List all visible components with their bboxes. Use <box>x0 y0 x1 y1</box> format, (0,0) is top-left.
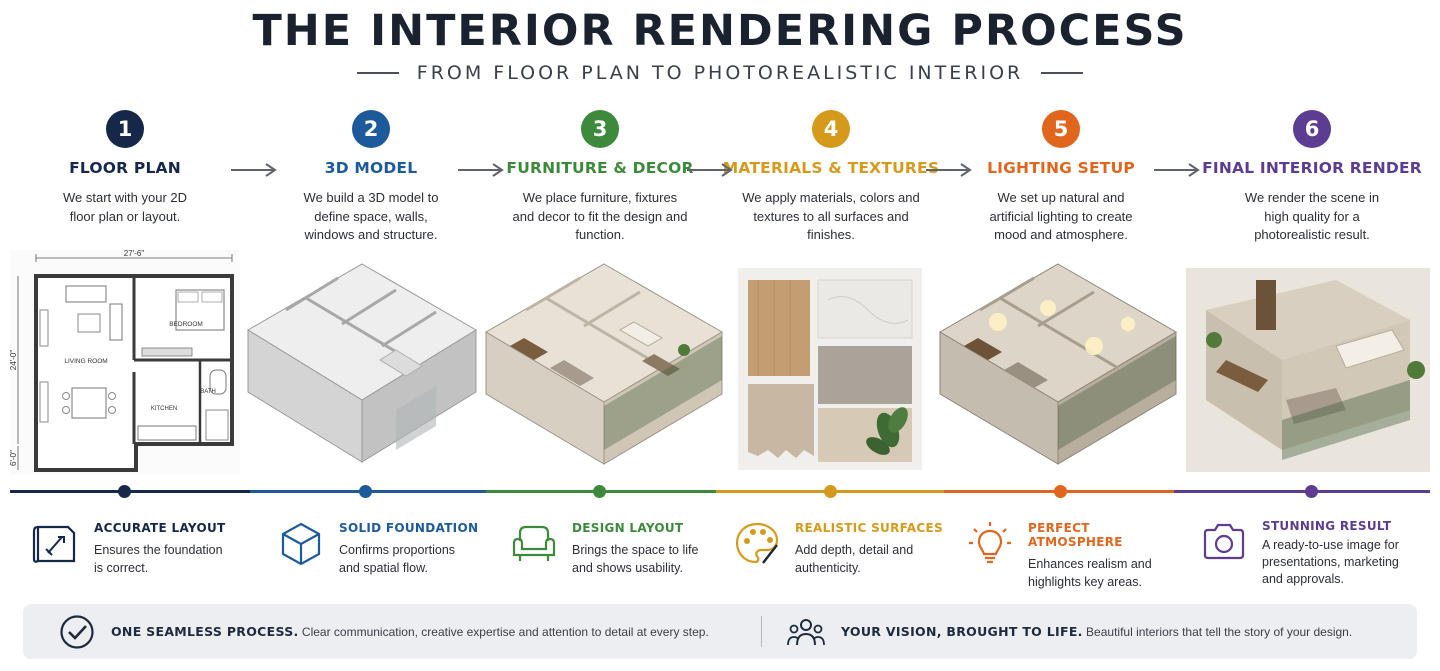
benefit-title: REALISTIC SURFACES <box>795 521 943 535</box>
step-number: 6 <box>1293 110 1331 148</box>
benefit-perfect-atmosphere: PERFECT ATMOSPHERE Enhances realism and … <box>966 519 1186 591</box>
page-subtitle: FROM FLOOR PLAN TO PHOTOREALISTIC INTERI… <box>416 62 1024 84</box>
step-description: We start with your 2D floor plan or layo… <box>62 190 188 224</box>
blueprint-icon <box>32 525 76 563</box>
step-description: We place furniture, fixtures and decor t… <box>512 190 688 242</box>
arrow-right-icon <box>687 163 733 177</box>
arrow-right-icon <box>458 163 504 177</box>
arrow-right-icon <box>231 163 277 177</box>
step-final-render: 6 FINAL INTERIOR RENDER We render the sc… <box>1196 110 1428 245</box>
step-lighting-setup: 5 LIGHTING SETUP We set up natural and a… <box>945 110 1177 245</box>
step-number: 3 <box>581 110 619 148</box>
benefit-solid-foundation: SOLID FOUNDATION Confirms proportions an… <box>277 519 497 577</box>
footer-text-left: ONE SEAMLESS PROCESS. Clear communicatio… <box>111 624 709 639</box>
footer-body-right: Beautiful interiors that tell the story … <box>1086 625 1353 639</box>
step-name: LIGHTING SETUP <box>987 159 1135 177</box>
cube-icon <box>281 522 321 566</box>
timeline-dot <box>1054 485 1067 498</box>
room-label-bedroom: BEDROOM <box>169 321 203 328</box>
step-number: 4 <box>812 110 850 148</box>
benefit-stunning-result: STUNNING RESULT A ready-to-use image for… <box>1200 517 1420 588</box>
step-3d-model: 2 3D MODEL We build a 3D model to define… <box>255 110 487 245</box>
palette-icon <box>735 522 779 564</box>
timeline-dot <box>593 485 606 498</box>
footer-text-right: YOUR VISION, BROUGHT TO LIFE. Beautiful … <box>841 624 1352 639</box>
lighting-image <box>938 250 1178 475</box>
lightbulb-icon <box>969 522 1011 564</box>
floor-plan-image: 27'-6" 24'-0" 6'-0" BEDROOM LIVING ROOM … <box>9 249 240 475</box>
timeline-dot <box>1305 485 1318 498</box>
armchair-icon <box>512 525 556 561</box>
dimension-width: 27'-6" <box>124 250 145 258</box>
step-furniture-decor: 3 FURNITURE & DECOR We place furniture, … <box>484 110 716 245</box>
benefit-text: A ready-to-use image for presentations, … <box>1262 538 1399 586</box>
benefit-accurate-layout: ACCURATE LAYOUT Ensures the foundation i… <box>32 519 252 577</box>
benefit-text: Brings the space to life and shows usabi… <box>572 543 699 575</box>
step-name: FINAL INTERIOR RENDER <box>1202 159 1422 177</box>
room-label-kitchen: KITCHEN <box>151 406 177 412</box>
benefit-title: SOLID FOUNDATION <box>339 521 479 535</box>
step-materials-textures: 4 MATERIALS & TEXTURES We apply material… <box>715 110 947 245</box>
footer-bold-left: ONE SEAMLESS PROCESS. <box>111 624 299 639</box>
footer-item-seamless-process: ONE SEAMLESS PROCESS. Clear communicatio… <box>59 604 709 659</box>
timeline-dot <box>118 485 131 498</box>
subtitle-row: FROM FLOOR PLAN TO PHOTOREALISTIC INTERI… <box>0 62 1440 84</box>
footer-item-your-vision: YOUR VISION, BROUGHT TO LIFE. Beautiful … <box>787 604 1352 659</box>
materials-image <box>738 250 922 475</box>
subtitle-rule-left <box>356 72 399 74</box>
footer-bold-right: YOUR VISION, BROUGHT TO LIFE. <box>841 624 1083 639</box>
timeline-segment <box>1174 490 1430 493</box>
step-description: We set up natural and artificial lightin… <box>989 190 1133 242</box>
step-name: FLOOR PLAN <box>69 159 181 177</box>
room-label-bath: BATH <box>200 389 216 395</box>
benefit-text: Add depth, detail and authenticity. <box>795 543 914 575</box>
timeline-dot <box>359 485 372 498</box>
benefit-text: Confirms proportions and spatial flow. <box>339 543 456 575</box>
arrow-right-icon <box>1154 163 1200 177</box>
page-title: THE INTERIOR RENDERING PROCESS <box>252 6 1188 56</box>
final-render-image <box>1186 250 1430 475</box>
dimension-offset: 6'-0" <box>10 450 18 466</box>
step-description: We render the scene in high quality for … <box>1244 190 1380 242</box>
step-name: MATERIALS & TEXTURES <box>722 159 940 177</box>
dimension-height: 24'-0" <box>10 350 18 371</box>
benefit-title: DESIGN LAYOUT <box>572 521 684 535</box>
footer-body-left: Clear communication, creative expertise … <box>301 625 709 639</box>
step-number: 1 <box>106 110 144 148</box>
step-name: FURNITURE & DECOR <box>506 159 694 177</box>
step-number: 2 <box>352 110 390 148</box>
timeline-dot <box>824 485 837 498</box>
step-floor-plan: 1 FLOOR PLAN We start with your 2D floor… <box>9 110 241 226</box>
benefit-realistic-surfaces: REALISTIC SURFACES Add depth, detail and… <box>733 519 953 577</box>
camera-icon <box>1203 523 1245 560</box>
check-circle-icon <box>60 614 94 649</box>
step-name: 3D MODEL <box>324 159 418 177</box>
3d-model-image <box>246 202 478 475</box>
footer-banner: ONE SEAMLESS PROCESS. Clear communicatio… <box>23 604 1417 659</box>
room-label-living-room: LIVING ROOM <box>64 358 107 365</box>
furniture-decor-image <box>484 250 724 475</box>
benefit-title: STUNNING RESULT <box>1262 519 1392 533</box>
step-description: We build a 3D model to define space, wal… <box>303 190 439 242</box>
step-description: We apply materials, colors and textures … <box>742 190 920 242</box>
footer-divider <box>761 616 762 647</box>
subtitle-rule-right <box>1041 72 1084 74</box>
benefit-design-layout: DESIGN LAYOUT Brings the space to life a… <box>510 519 730 577</box>
arrow-right-icon <box>926 163 972 177</box>
benefit-title: ACCURATE LAYOUT <box>94 521 226 535</box>
benefit-text: Ensures the foundation is correct. <box>94 543 223 575</box>
people-icon <box>787 618 825 645</box>
benefit-title: PERFECT ATMOSPHERE <box>1028 521 1123 549</box>
benefit-text: Enhances realism and highlights key area… <box>1028 557 1152 589</box>
step-number: 5 <box>1042 110 1080 148</box>
